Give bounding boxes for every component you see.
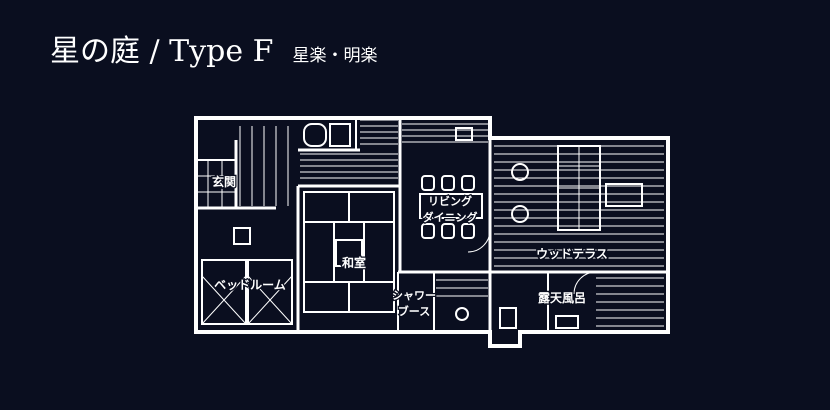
bathroom-fixtures xyxy=(303,123,473,147)
label-washitsu: 和室 xyxy=(341,255,366,270)
title-sub: 星楽・明楽 xyxy=(292,46,378,66)
dining-table xyxy=(419,175,483,239)
living-floor xyxy=(402,123,488,143)
label-wood-terrace: ウッドテラス xyxy=(536,247,608,261)
tatami-mats xyxy=(303,191,395,313)
label-genkan: 玄関 xyxy=(212,174,236,189)
beds xyxy=(201,227,293,325)
outer-wall xyxy=(194,116,670,348)
engawa-deck xyxy=(300,119,398,179)
label-living-line2: ダイニング xyxy=(423,210,478,224)
terrace-furniture xyxy=(511,145,643,231)
genkan-floor-tiles xyxy=(196,126,289,208)
label-rotenburo: 露天風呂 xyxy=(538,291,586,305)
shower-fixtures xyxy=(455,307,579,329)
label-bedroom: ベッドルーム xyxy=(214,278,286,292)
label-shower-line2: ブース xyxy=(398,304,430,318)
title-main: 星の庭 / Type F xyxy=(50,34,274,69)
label-living-line1: リビング xyxy=(428,194,472,208)
label-shower-line1: シャワー xyxy=(392,289,436,302)
door-swings xyxy=(467,229,597,295)
page-title: 星の庭 / Type F 星楽・明楽 xyxy=(50,26,378,70)
bath-deck-slats xyxy=(436,277,664,327)
